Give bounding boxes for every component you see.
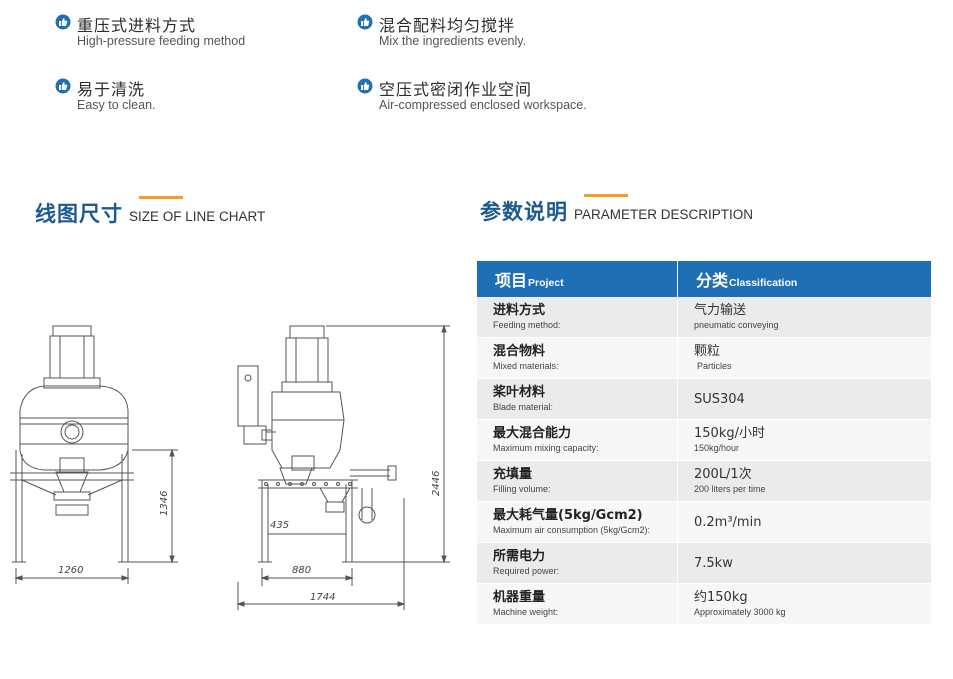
param-name: 混合物料 Mixed materials: xyxy=(477,337,678,379)
technical-drawing: 1260 1346 435 xyxy=(10,324,450,610)
param-name: 充填量 Filling volume: xyxy=(477,460,678,502)
accent-bar xyxy=(584,194,628,197)
dim-side-inner: 435 xyxy=(270,520,289,531)
header-classification: 分类Classification xyxy=(677,261,931,297)
param-value: 150kg/小时 150kg/hour xyxy=(677,419,931,461)
line-chart-title-zh: 线图尺寸 xyxy=(35,202,123,226)
param-name-zh: 所需电力 xyxy=(493,549,546,564)
feature-subtitle: Air-compressed enclosed workspace. xyxy=(379,98,587,112)
param-name-en: Mixed materials: xyxy=(493,361,559,371)
param-value-en: 200 liters per time xyxy=(694,484,766,494)
param-name-en: Required power: xyxy=(493,566,560,576)
feature-subtitle: Easy to clean. xyxy=(77,98,156,112)
header-classification-en: Classification xyxy=(729,277,798,289)
line-chart-title-en: SIZE OF LINE CHART xyxy=(129,209,266,224)
param-value-zh: 颗粒 xyxy=(694,344,721,359)
table-row: 最大耗气量(5kg/Gcm2) Maximum air consumption (… xyxy=(477,501,931,543)
param-value-zh: 气力输送 xyxy=(694,303,747,318)
feature-title: 重压式进料方式 xyxy=(77,16,197,35)
param-value-en: 150kg/hour xyxy=(694,443,740,453)
dim-side-height: 2446 xyxy=(431,471,442,496)
param-value-zh: 200L/1次 xyxy=(694,467,752,482)
dim-front-height: 1346 xyxy=(159,491,170,516)
param-value: 气力输送 pneumatic conveying xyxy=(677,297,931,338)
param-value-en: Approximately 3000 kg xyxy=(694,607,786,617)
param-value-zh: 约150kg xyxy=(694,590,748,605)
param-value-text: SUS304 xyxy=(694,391,745,407)
param-name-en: Machine weight: xyxy=(493,607,559,617)
param-name: 进料方式 Feeding method: xyxy=(477,297,678,338)
accent-bar xyxy=(139,196,183,199)
param-name-en: Filling volume: xyxy=(493,484,551,494)
param-name-en: Blade material: xyxy=(493,402,554,412)
param-name-zh: 最大混合能力 xyxy=(493,426,572,441)
table-row: 进料方式 Feeding method: 气力输送 pneumatic convey… xyxy=(477,297,931,338)
param-value-zh: 150kg/小时 xyxy=(694,426,765,441)
feature-title: 混合配料均匀搅拌 xyxy=(379,16,516,35)
side-view xyxy=(236,324,450,610)
param-value: SUS304 xyxy=(677,378,931,420)
param-name-en: Feeding method: xyxy=(493,320,561,330)
params-title: 参数说明 PARAMETER DESCRIPTION xyxy=(480,194,754,226)
table-row: 所需电力 Required power: 7.5kw xyxy=(477,542,931,584)
feature-title: 易于清洗 xyxy=(77,80,146,99)
params-title-zh: 参数说明 xyxy=(480,200,568,224)
param-name-en: Maximum air consumption (5kg/Gcm2): xyxy=(493,525,651,535)
feature-subtitle: High-pressure feeding method xyxy=(77,34,246,48)
table-row: 充填量 Filling volume: 200L/1次 200 liters per… xyxy=(477,460,931,502)
param-value-en: Particles xyxy=(697,361,732,371)
param-name: 机器重量 Machine weight: xyxy=(477,583,678,625)
header-project-zh: 项目 xyxy=(495,271,528,290)
thumbs-up-icon xyxy=(357,14,373,30)
param-value: 0.2m³/min xyxy=(677,501,931,543)
feature-title: 空压式密闭作业空间 xyxy=(379,80,533,99)
dim-side-width: 880 xyxy=(292,565,311,576)
feature-subtitle: Mix the ingredients evenly. xyxy=(379,34,527,48)
param-name: 最大耗气量(5kg/Gcm2) Maximum air consumption (… xyxy=(477,501,678,543)
param-name: 所需电力 Required power: xyxy=(477,542,678,584)
param-value-en: pneumatic conveying xyxy=(694,320,779,330)
header-classification-zh: 分类 xyxy=(696,271,729,290)
param-name-zh: 机器重量 xyxy=(493,590,546,605)
line-chart-title: 线图尺寸 SIZE OF LINE CHART xyxy=(35,196,266,228)
table-row: 混合物料 Mixed materials: 颗粒 Particles xyxy=(477,337,931,379)
table-header: 项目Project 分类Classification xyxy=(477,261,931,297)
front-view xyxy=(10,325,178,584)
param-name-en: Maximum mixing capacity: xyxy=(493,443,599,453)
param-value-text: 7.5kw xyxy=(694,555,733,571)
param-value: 7.5kw xyxy=(677,542,931,584)
param-name-zh: 进料方式 xyxy=(493,303,546,318)
thumbs-up-icon xyxy=(55,14,71,30)
param-value-text: 0.2m³/min xyxy=(694,514,762,530)
dim-side-total: 1744 xyxy=(310,592,335,603)
table-row: 桨叶材料 Blade material: SUS304 xyxy=(477,378,931,420)
header-project-en: Project xyxy=(528,277,564,289)
thumbs-up-icon xyxy=(55,78,71,94)
param-value: 200L/1次 200 liters per time xyxy=(677,460,931,502)
param-value: 颗粒 Particles xyxy=(677,337,931,379)
thumbs-up-icon xyxy=(357,78,373,94)
param-name-zh: 混合物料 xyxy=(493,344,546,359)
header-project: 项目Project xyxy=(477,261,678,297)
param-name: 最大混合能力 Maximum mixing capacity: xyxy=(477,419,678,461)
param-name: 桨叶材料 Blade material: xyxy=(477,378,678,420)
param-name-zh: 桨叶材料 xyxy=(493,385,546,400)
dim-front-width: 1260 xyxy=(58,565,83,576)
params-title-en: PARAMETER DESCRIPTION xyxy=(574,207,754,222)
parameter-table: 项目Project 分类Classification 进料方式 Feeding m… xyxy=(477,261,931,625)
param-name-zh: 最大耗气量(5kg/Gcm2) xyxy=(493,508,643,523)
param-name-zh: 充填量 xyxy=(493,467,533,482)
